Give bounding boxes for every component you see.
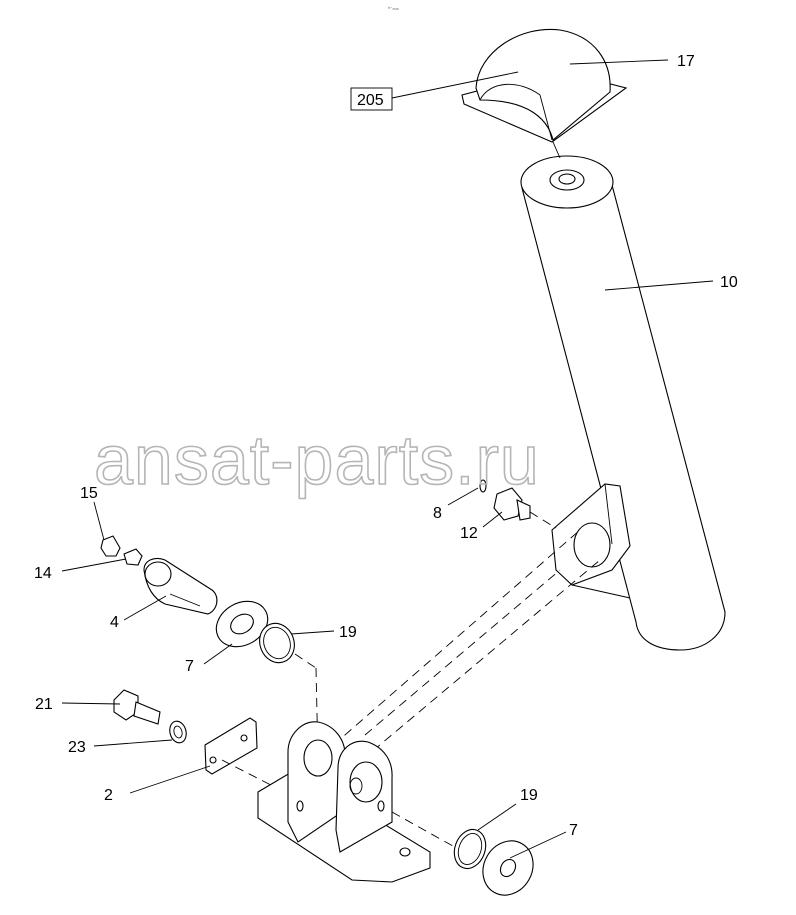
part-19-ring-lower: [453, 828, 487, 870]
part-21-bolt: [113, 689, 161, 725]
part-4-pin: [143, 557, 218, 615]
mounting-bracket: [257, 721, 461, 883]
callout-15: 15: [80, 485, 98, 502]
part-17-buffer-pad: [461, 28, 628, 143]
callout-10: 10: [720, 274, 738, 291]
callout-2: 2: [104, 787, 113, 804]
callout-19-lower: 19: [520, 787, 538, 804]
part-2-lock-plate: [204, 717, 301, 801]
callout-4: 4: [110, 614, 119, 631]
part-10-cylinder: [520, 141, 726, 651]
part-15-grease-nipple: [100, 535, 121, 557]
part-19-ring-upper: [259, 622, 319, 761]
part-8-seal-ring: [479, 479, 487, 493]
part-14-adapter: [123, 548, 143, 566]
callout-17: 17: [677, 53, 695, 70]
callout-23: 23: [68, 739, 86, 756]
part-7-washer-lower: [482, 840, 534, 896]
callout-21: 21: [35, 696, 53, 713]
top-mark: ʰ⁻ₘₘ: [388, 6, 399, 12]
cylinder-rod-body: [321, 529, 601, 771]
part-7-washer-upper: [215, 600, 269, 648]
callout-12: 12: [460, 525, 478, 542]
callout-205-box: [350, 87, 393, 111]
leader-lines: [61, 59, 714, 859]
cylinder-rod-eye: [551, 483, 631, 599]
watermark: ansat-parts.ru: [94, 421, 540, 499]
part-23-spring-washer: [169, 720, 187, 744]
callout-7-upper: 7: [185, 658, 194, 675]
callout-7-lower: 7: [569, 822, 578, 839]
callout-205: 205: [357, 92, 384, 109]
callout-8: 8: [433, 505, 442, 522]
part-12-fitting: [493, 487, 557, 529]
callout-14: 14: [34, 565, 52, 582]
callout-19-upper: 19: [339, 624, 357, 641]
